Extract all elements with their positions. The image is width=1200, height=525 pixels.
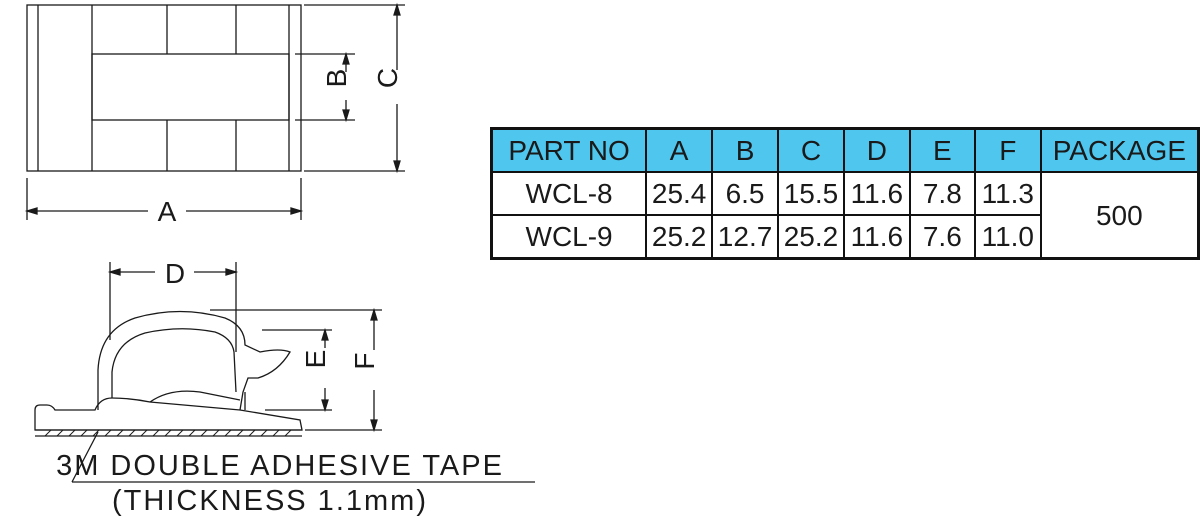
dim-label-f: F (349, 352, 380, 369)
cell-d: 11.6 (842, 214, 911, 260)
top-view-slot (91, 53, 290, 121)
header-f: F (973, 127, 1042, 173)
cell-a: 25.4 (645, 171, 714, 216)
tape-note-line1: 3M DOUBLE ADHESIVE TAPE (56, 450, 504, 482)
header-d: D (842, 127, 911, 173)
cell-f: 11.0 (973, 214, 1042, 260)
cell-part: WCL-8 (490, 171, 648, 216)
header-package: PACKAGE (1039, 127, 1200, 173)
header-a: A (645, 127, 714, 173)
dim-label-d: D (165, 258, 185, 289)
table-row: WCL-8 25.4 6.5 15.5 11.6 7.8 11.3 500 (490, 171, 1200, 260)
dim-label-b: B (321, 69, 352, 88)
side-view-clip (34, 397, 303, 431)
cell-e: 7.6 (908, 214, 976, 260)
top-view-outline (26, 4, 302, 172)
header-c: C (777, 127, 845, 173)
table-row: WCL-9 25.2 12.7 25.2 11.6 7.6 11.0 (490, 214, 1199, 260)
cell-e: 7.8 (908, 171, 976, 216)
dim-label-a: A (158, 196, 177, 227)
table-header-row: PART NO A B C D E F PACKAGE (490, 127, 1200, 173)
cell-f: 11.3 (973, 171, 1042, 216)
cell-package: 500 (1039, 171, 1200, 260)
cell-c: 15.5 (777, 171, 845, 216)
spec-table: PART NO A B C D E F PACKAGE WCL-8 25.4 6… (490, 127, 1200, 260)
header-e: E (908, 127, 976, 173)
cell-c: 25.2 (777, 214, 845, 260)
dim-label-c: C (372, 68, 403, 88)
cell-b: 6.5 (711, 171, 780, 216)
cell-part: WCL-9 (490, 214, 648, 260)
header-b: B (711, 127, 780, 173)
dim-label-e: E (300, 350, 331, 369)
cell-d: 11.6 (842, 171, 911, 216)
cell-b: 12.7 (711, 214, 780, 260)
header-part-no: PART NO (490, 127, 648, 173)
tape-note-line2: (THICKNESS 1.1mm) (112, 485, 428, 517)
cell-a: 25.2 (645, 214, 714, 260)
